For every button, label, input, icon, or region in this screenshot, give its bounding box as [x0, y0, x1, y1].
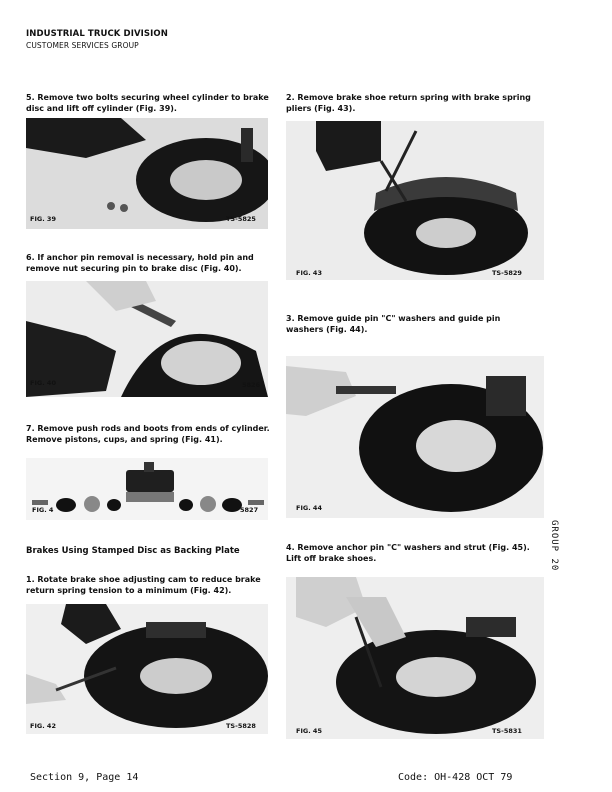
step-4-text: 4. Remove anchor pin "C" washers and str… — [286, 543, 530, 563]
step-2-text: 2. Remove brake shoe return spring with … — [286, 93, 531, 113]
cylinder-parts-illustration — [26, 458, 268, 520]
figure-42-photo: FIG. 42 TS-5828 — [26, 604, 268, 734]
guide-pin-illustration — [286, 356, 544, 518]
step-3-text: 3. Remove guide pin "C" washers and guid… — [286, 314, 501, 334]
figure-40-photo: FIG. 40 5826 — [26, 281, 268, 397]
step-1-text: 1. Rotate brake shoe adjusting cam to re… — [26, 575, 261, 595]
fig-44-label: FIG. 44 — [296, 504, 322, 512]
figure-41-photo: FIG. 4 5827 — [26, 458, 268, 520]
fig-40-code: 5826 — [242, 381, 261, 389]
fig-43-code: TS-5829 — [492, 269, 522, 277]
document-code-footer: Code: OH-428 OCT 79 — [398, 772, 513, 783]
figure-43-photo: FIG. 43 TS-5829 — [286, 121, 544, 280]
step-5-text: 5. Remove two bolts securing wheel cylin… — [26, 93, 269, 113]
adjusting-cam-illustration — [26, 604, 268, 734]
step-7-text: 7. Remove push rods and boots from ends … — [26, 424, 270, 444]
return-spring-illustration — [286, 121, 544, 280]
fig-40-label: FIG. 40 — [30, 379, 56, 387]
section-page-footer: Section 9, Page 14 — [30, 772, 139, 783]
division-title: INDUSTRIAL TRUCK DIVISION — [26, 29, 168, 39]
group-side-tab: GROUP 20 — [549, 520, 559, 572]
fig-45-code: TS-5831 — [492, 727, 522, 735]
fig-43-label: FIG. 43 — [296, 269, 322, 277]
anchor-pin-illustration — [26, 281, 268, 397]
section-heading: Brakes Using Stamped Disc as Backing Pla… — [26, 546, 240, 556]
figure-44-photo: FIG. 44 — [286, 356, 544, 518]
figure-39-photo: FIG. 39 TS-5825 — [26, 118, 268, 229]
anchor-pin-strut-illustration — [286, 577, 544, 739]
fig-42-label: FIG. 42 — [30, 722, 56, 730]
fig-41-code: 5827 — [240, 506, 259, 514]
group-subtitle: CUSTOMER SERVICES GROUP — [26, 41, 139, 50]
step-6-text: 6. If anchor pin removal is necessary, h… — [26, 253, 254, 273]
figure-45-photo: FIG. 45 TS-5831 — [286, 577, 544, 739]
fig-42-code: TS-5828 — [226, 722, 256, 730]
fig-45-label: FIG. 45 — [296, 727, 322, 735]
fig-39-label: FIG. 39 — [30, 215, 56, 223]
fig-39-code: TS-5825 — [226, 215, 256, 223]
brake-disc-illustration — [26, 118, 268, 229]
fig-41-label: FIG. 4 — [32, 506, 54, 514]
